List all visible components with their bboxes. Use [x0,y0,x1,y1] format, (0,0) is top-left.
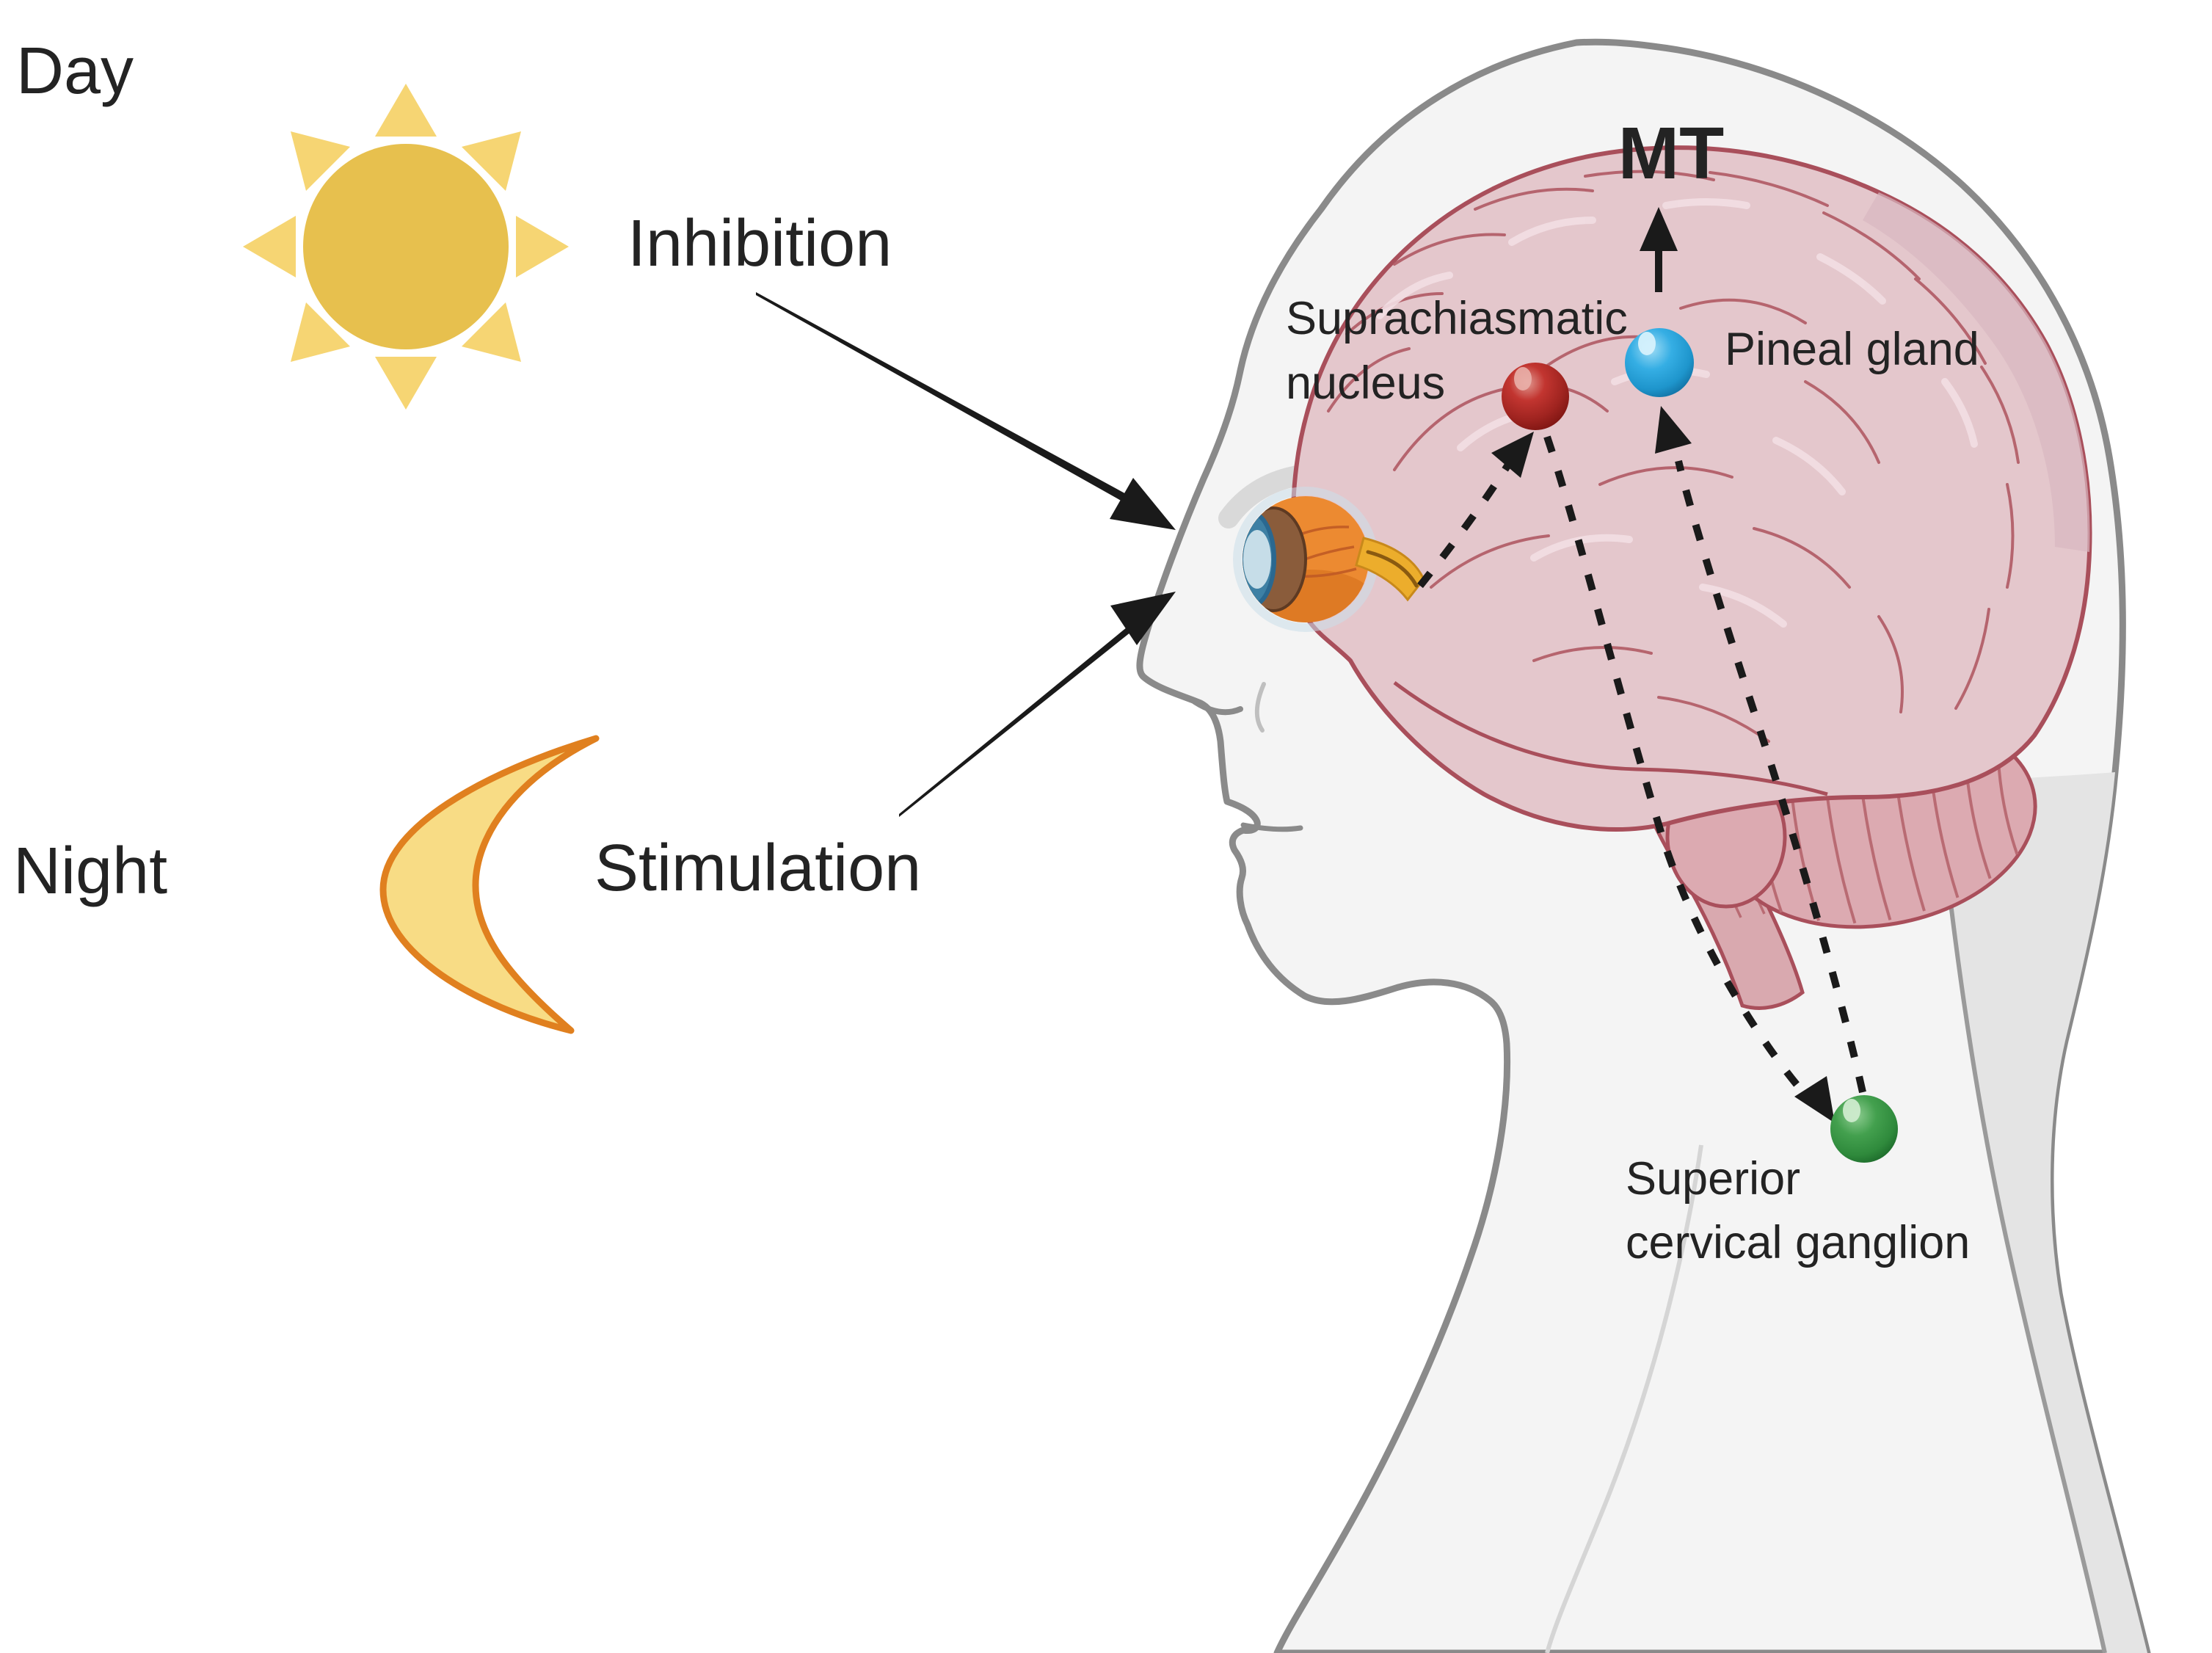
scg-label-line2: cervical ganglion [1626,1217,1970,1268]
neck-shade-band [1938,772,2147,1653]
sun-ray-sw [291,302,350,362]
night-label: Night [13,835,167,908]
optic-nerve-core [1366,550,1419,588]
stimulation-arrow-line [899,624,1131,817]
mouth-line [1240,822,1303,832]
scg-highlight [1843,1099,1860,1122]
brain-icon [1290,145,2092,1010]
lens [1243,530,1271,589]
pineal-marker [1625,328,1694,397]
inhibition-arrow [756,292,1176,530]
neck-shade-inner-line [1935,783,2107,1653]
sun-ray-se [462,302,521,362]
sun-rays [243,84,569,410]
nostril-line [1192,699,1243,716]
scg-sphere [1830,1095,1898,1163]
nasolabial-line [1254,682,1266,733]
sun-ray-e [516,216,569,277]
temporal-fold-line [1393,680,1828,796]
pineal-highlight [1638,332,1656,355]
path-scg-to-pineal [1675,459,1866,1094]
scn-marker [1502,363,1569,430]
pineal-sphere [1625,328,1694,397]
sun-core [303,144,509,349]
scn-highlight [1514,367,1532,390]
eye-icon [1233,487,1425,632]
stimulation-label: Stimulation [594,832,921,905]
arrowhead-pineal [1655,406,1692,454]
scn-sphere [1502,363,1569,430]
stimulation-arrowhead [1110,592,1176,645]
sun-ray-ne [462,131,521,191]
path-scn-to-scg [1543,435,1817,1108]
gyri-highlights [1376,198,1978,628]
gyri-lines [1327,170,2020,743]
scg-label-line1: Superior [1626,1153,1800,1205]
inhibition-arrow-line [756,292,1129,505]
arrowhead-scn [1491,432,1534,478]
moon-icon [379,735,600,1034]
pathways [1417,435,1866,1108]
mt-arrowhead [1640,207,1678,251]
sun-ray-s [375,357,437,410]
pineal-label: Pineal gland [1725,324,1979,375]
cerebrum-shade [1863,192,2090,552]
sun-icon [243,84,569,410]
inhibition-arrowhead [1110,478,1176,530]
sun-ray-n [375,84,437,137]
scn-label-line1: Suprachiasmatic [1286,293,1628,344]
inhibition-label: Inhibition [627,207,892,280]
path-eye-to-scn [1417,454,1517,589]
scg-marker [1830,1095,1898,1163]
stimulation-arrow [899,592,1176,817]
mt-arrow [1640,207,1678,292]
mt-label: MT [1618,112,1724,195]
day-label: Day [16,34,134,108]
scn-label-line2: nucleus [1286,357,1445,409]
neck-muscle-line [1545,1144,1703,1653]
sun-ray-nw [291,131,350,191]
arrowhead-scg [1794,1076,1835,1123]
sun-ray-w [243,216,296,277]
cerebrum [1290,145,2092,832]
